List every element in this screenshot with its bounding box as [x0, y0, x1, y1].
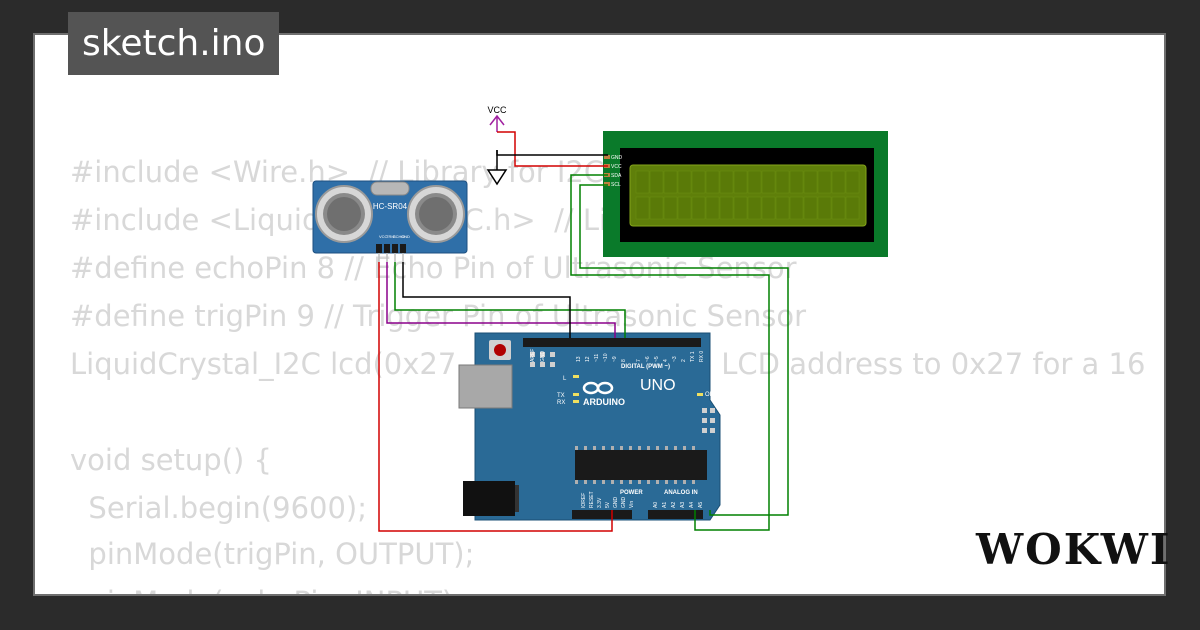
power-header-label: POWER — [620, 490, 643, 496]
vcc-label: VCC — [487, 105, 507, 115]
pin-a1: A1 — [662, 502, 668, 508]
wire-vcc-to-lcd[interactable] — [497, 131, 608, 167]
pin-3: ~3 — [672, 356, 678, 362]
pin-ioref: IOREF — [581, 493, 587, 508]
pin-a5: A5 — [698, 502, 704, 508]
analog-in-label: ANALOG IN — [664, 490, 698, 496]
pin-7: 7 — [636, 359, 642, 362]
pin-12: 12 — [585, 356, 591, 362]
pin-tx1: TX 1 — [690, 351, 696, 362]
code-line: pinMode(trigPin, OUTPUT); — [70, 537, 475, 571]
pin-2: 2 — [681, 359, 687, 362]
pin-9: ~9 — [612, 356, 618, 362]
pin-reset: RESET — [589, 491, 595, 508]
pin-11: ~11 — [594, 354, 600, 362]
pin-8: 8 — [621, 359, 627, 362]
lcd-pin-vcc: VCC — [611, 164, 622, 170]
code-line: #define trigPin 9 // Trigger Pin of Ultr… — [70, 299, 807, 333]
code-line: pinMode(echoPin, INPUT); — [70, 585, 463, 594]
code-line: #include <LiquidCrystal_I2C.h> // Li — [70, 203, 608, 237]
wire-sensor-trig[interactable] — [386, 262, 616, 338]
pin-5: ~5 — [654, 356, 660, 362]
pin-13: 13 — [576, 356, 582, 362]
lcd-display[interactable]: GND VCC SDA SCL — [603, 131, 888, 257]
arduino-brand-label: ARDUINO — [583, 397, 625, 407]
pin-4: 4 — [663, 359, 669, 362]
wokwi-logo: WOKWI — [976, 525, 1172, 574]
pin-aref: AREF — [530, 349, 536, 362]
digital-pwm-label: DIGITAL (PWM ~) — [621, 364, 670, 370]
pin-a0: A0 — [653, 502, 659, 508]
pin-a4: A4 — [689, 502, 695, 508]
sensor-pin-echo: ECHO — [393, 234, 405, 239]
pin-gnd: GND — [540, 351, 546, 363]
pin-vin: Vin — [629, 501, 635, 508]
pin-rx0: RX 0 — [699, 351, 705, 362]
wire-lcd-sda[interactable] — [570, 174, 770, 531]
code-background: #include <Wire.h> // Library for I2C #in… — [70, 35, 1145, 594]
pin-a2: A2 — [671, 502, 677, 508]
sensor-pin-vcc: VCC — [379, 234, 388, 239]
sensor-pin-trig: TRIG — [386, 234, 396, 239]
led-on-label: ON — [705, 392, 714, 398]
pin-5v: 5V — [605, 501, 611, 508]
wire-gnd-to-lcd[interactable] — [496, 150, 608, 156]
pin-10: ~10 — [603, 353, 609, 362]
lcd-pin-sda: SDA — [611, 173, 622, 179]
wire-sensor-gnd[interactable] — [402, 262, 571, 338]
uno-model-label: UNO — [640, 377, 676, 394]
sketch-filename-tab: sketch.ino — [68, 12, 280, 75]
wire-sensor-echo[interactable] — [394, 262, 626, 338]
led-rx-label: RX — [557, 400, 565, 406]
sensor-pin-gnd: GND — [401, 234, 410, 239]
ultrasonic-sensor[interactable]: HC-SR04 VCC TRIG ECHO GND — [312, 180, 468, 262]
code-line: void setup() { — [70, 443, 272, 477]
lcd-pin-gnd: GND — [611, 155, 623, 161]
wire-sensor-vcc[interactable] — [378, 262, 613, 532]
led-tx-label: TX — [557, 393, 565, 399]
pin-6: ~6 — [645, 356, 651, 362]
pin-gnd-1: GND — [613, 497, 619, 509]
led-l-label: L — [563, 376, 567, 382]
pin-gnd-2: GND — [621, 497, 627, 509]
pin-3v3: 3.3V — [597, 497, 603, 508]
vcc-power-symbol[interactable]: VCC — [487, 105, 507, 132]
pin-a3: A3 — [680, 502, 686, 508]
arduino-infinity-logo — [582, 381, 614, 395]
wire-lcd-scl[interactable] — [579, 184, 789, 516]
code-line: Serial.begin(9600); — [70, 491, 368, 525]
lcd-pin-scl: SCL — [611, 182, 621, 188]
arduino-uno-board[interactable]: DIGITAL (PWM ~) UNO ARDUINO L TX RX ON P… — [458, 332, 721, 521]
sensor-model-label: HC-SR04 — [373, 202, 408, 211]
